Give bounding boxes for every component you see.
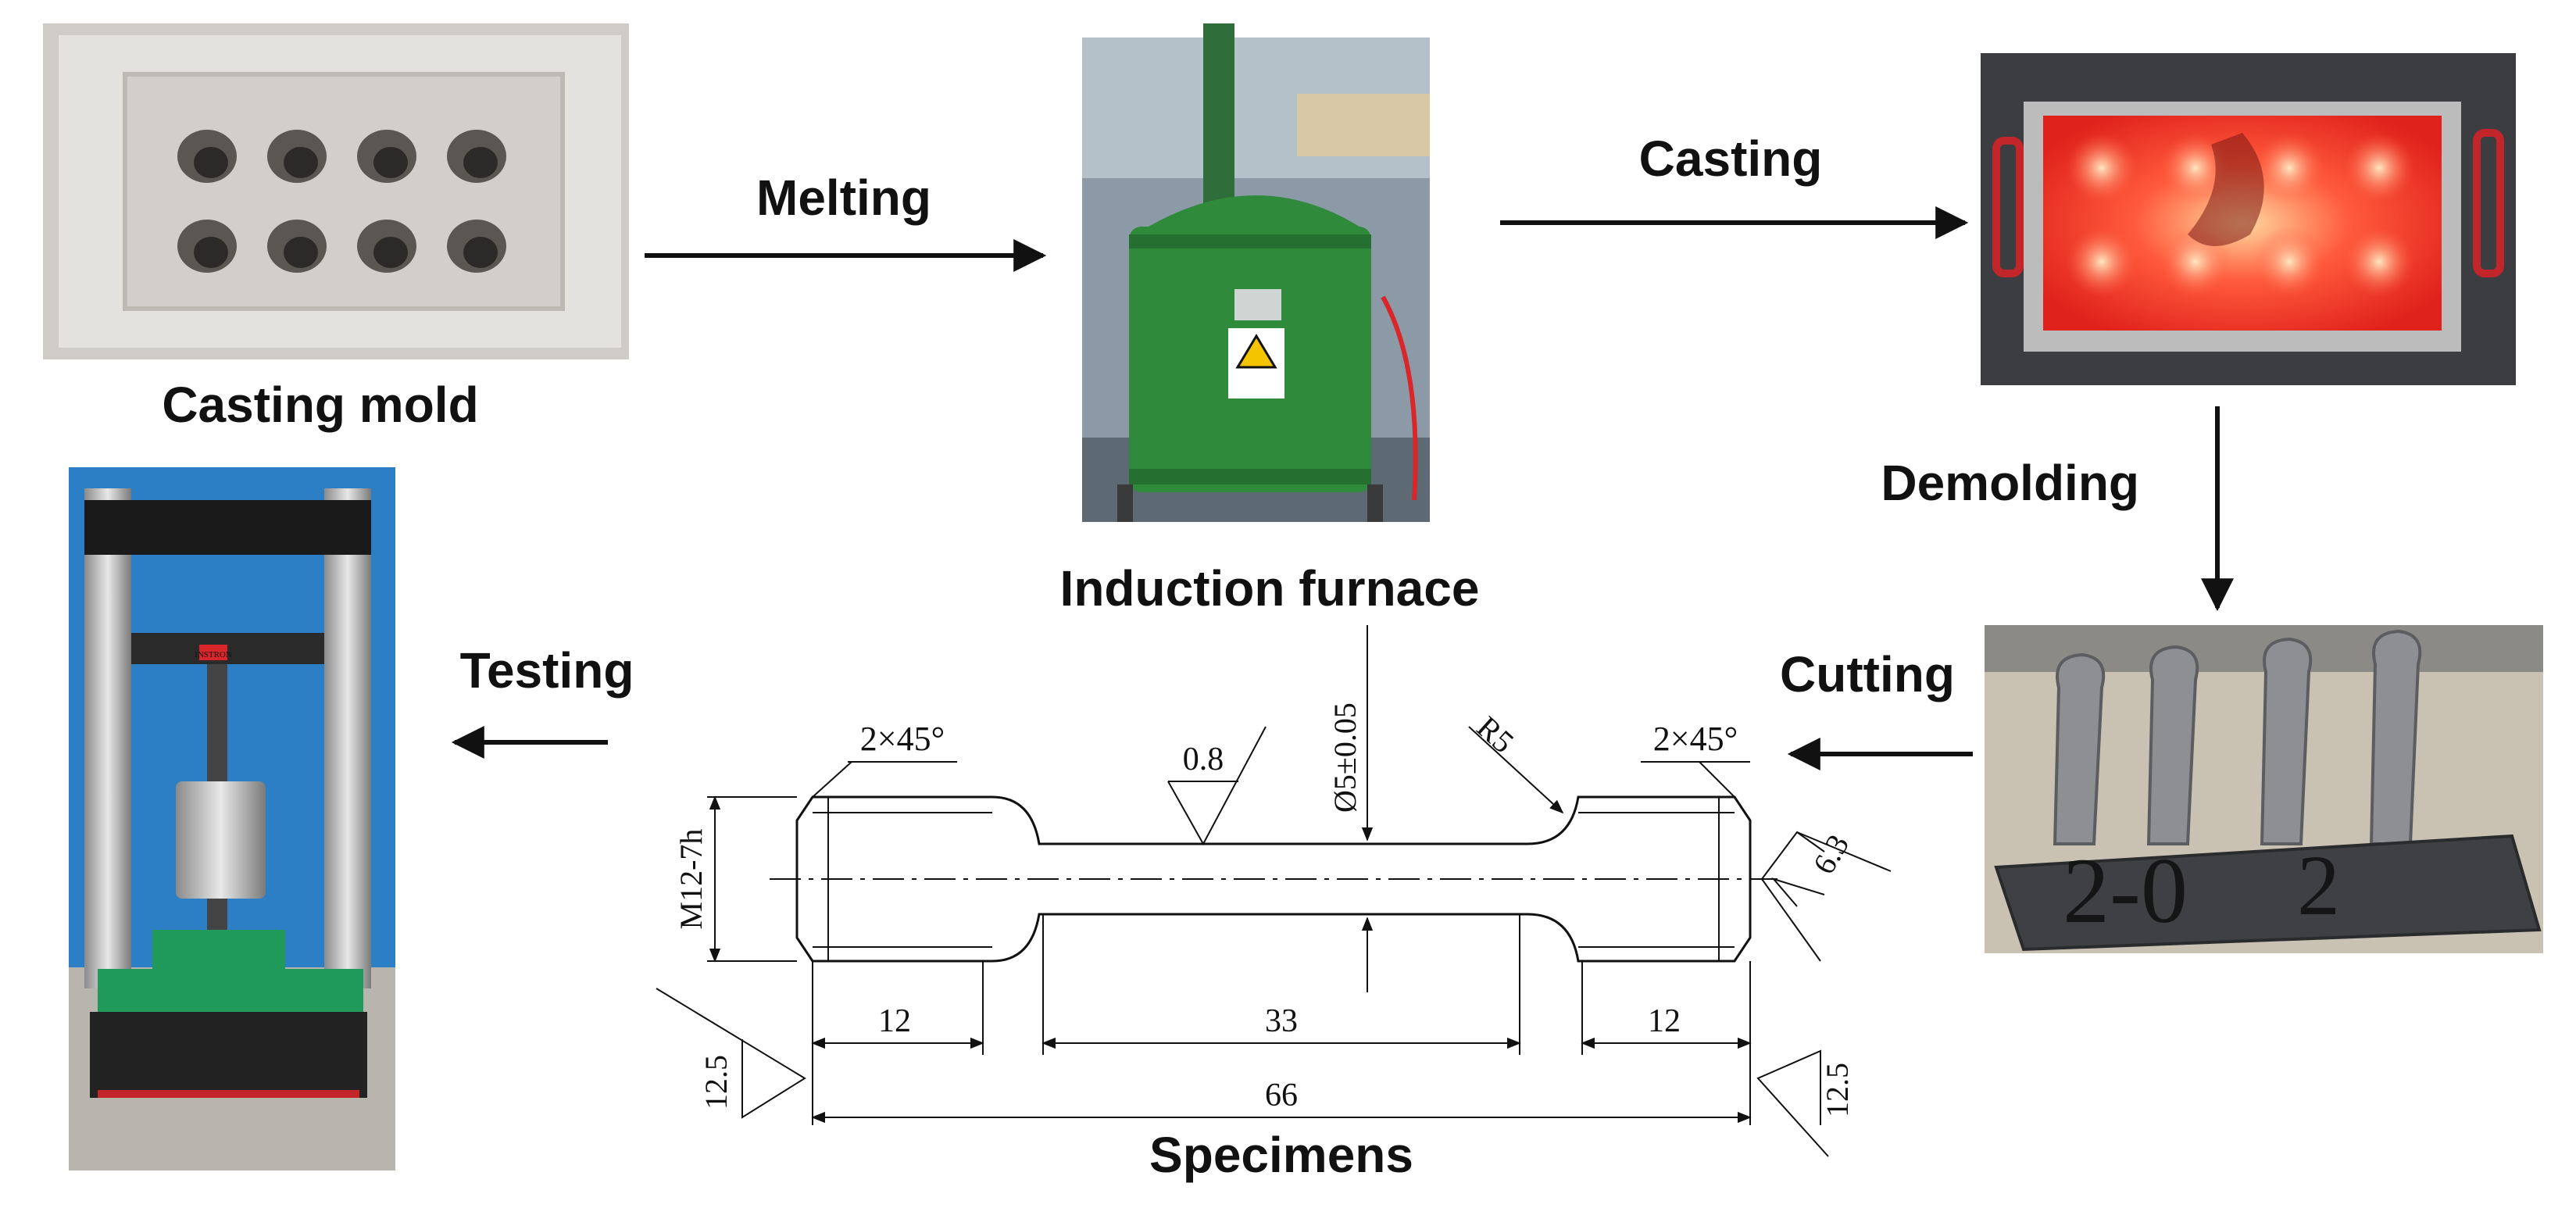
cutting-label: Cutting [1780, 646, 1955, 702]
diameter-tolerance-text: Ø5±0.05 [1327, 702, 1363, 813]
brand-plate: INSTRON [195, 650, 232, 659]
testing-machine-photo: INSTRON [69, 467, 395, 1170]
specimens-label: Specimens [1149, 1127, 1413, 1183]
demolding-label: Demolding [1881, 455, 2139, 511]
svg-text:2-0: 2-0 [2063, 838, 2188, 942]
casting-label: Casting [1639, 130, 1823, 187]
chamfer-right-text: 2×45° [1653, 720, 1738, 758]
specimen-drawing [656, 625, 1892, 1157]
demolded-casting-photo: 2-0 2 [1985, 625, 2543, 953]
hot-casting-photo [1981, 53, 2516, 385]
dim-grip-right-text: 12 [1648, 1003, 1681, 1039]
casting-mold-photo [43, 23, 629, 359]
casting-mold-label: Casting mold [162, 377, 478, 433]
roughness-top-text: 0.8 [1183, 742, 1224, 777]
induction-furnace-label: Induction furnace [1060, 560, 1480, 617]
thread-spec-text: M12-7h [673, 829, 709, 930]
roughness-right-text: 12.5 [1820, 1063, 1855, 1117]
radius-text: R5 [1470, 709, 1521, 760]
svg-text:2: 2 [2297, 838, 2340, 933]
roughness-end-text: 6.3 [1806, 828, 1856, 880]
induction-furnace-photo [1082, 23, 1430, 522]
roughness-left-text: 12.5 [698, 1055, 734, 1110]
melting-label: Melting [756, 170, 931, 226]
dim-grip-left-text: 12 [878, 1003, 911, 1039]
chamfer-left-text: 2×45° [860, 720, 945, 758]
dim-gauge-text: 33 [1265, 1003, 1298, 1039]
testing-label: Testing [460, 642, 634, 699]
dim-total-text: 66 [1265, 1078, 1298, 1113]
